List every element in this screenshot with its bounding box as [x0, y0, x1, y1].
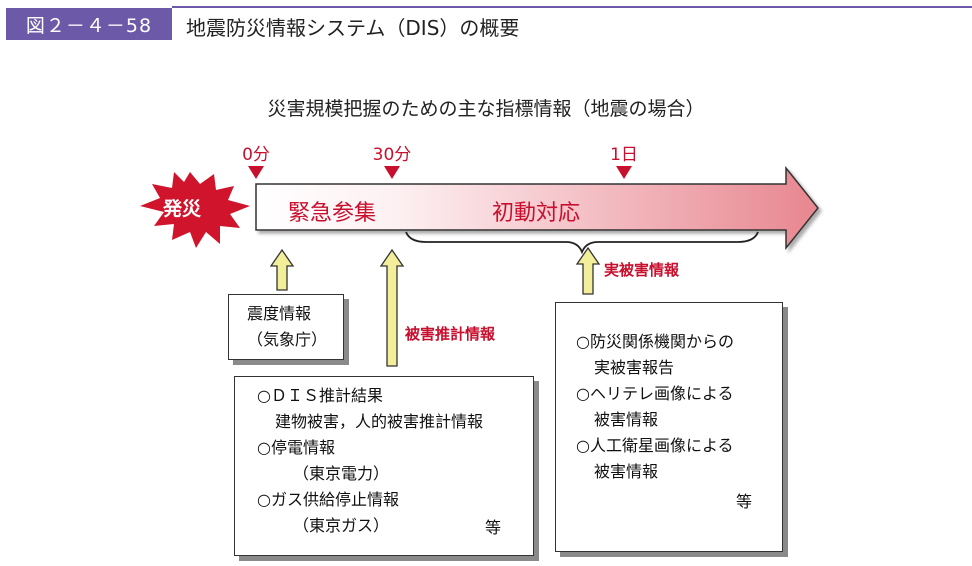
- box-line: （東京ガス）: [293, 516, 390, 535]
- time-marker-30min-triangle-icon: [384, 166, 400, 179]
- initial-response-brace: [405, 231, 759, 255]
- seismic-intensity-box: 震度情報 （気象庁）: [228, 294, 344, 360]
- time-marker-0min: 0分: [242, 145, 270, 165]
- timeline-arrow: [255, 165, 819, 251]
- box-line: （気象庁）: [247, 330, 328, 349]
- box-line: ○人工衛星画像による: [576, 436, 734, 455]
- header-rule: [172, 6, 972, 8]
- up-arrow-right-icon: [575, 246, 601, 295]
- diagram-subtitle: 災害規模把握のための主な指標情報（地震の場合）: [267, 98, 705, 120]
- etc-mark: 等: [736, 492, 753, 511]
- actual-damage-box: ○防災関係機関からの 実被害報告 ○ヘリテレ画像による 被害情報 ○人工衛星画像…: [555, 302, 783, 552]
- box-line: 被害情報: [594, 462, 659, 481]
- phase-emergency-assembly: 緊急参集: [288, 201, 377, 226]
- box-line: （東京電力）: [293, 464, 390, 483]
- box-line: 震度情報: [247, 304, 312, 323]
- time-marker-1day: 1日: [610, 145, 638, 165]
- damage-estimate-label: 被害推計情報: [405, 325, 496, 343]
- box-line: 建物被害，人的被害推計情報: [275, 412, 484, 431]
- time-marker-1day-triangle-icon: [616, 166, 632, 179]
- box-line: 実被害報告: [594, 358, 675, 377]
- box-line: ○停電情報: [257, 438, 335, 457]
- up-arrow-left-icon: [269, 248, 295, 291]
- box-line: ○ＤＩＳ推計結果: [257, 386, 383, 405]
- box-line: ○ヘリテレ画像による: [576, 384, 734, 403]
- box-line: 被害情報: [594, 410, 659, 429]
- actual-damage-label: 実被害情報: [604, 261, 680, 279]
- time-marker-30min: 30分: [372, 145, 412, 165]
- etc-mark: 等: [485, 518, 502, 537]
- figure-title: 地震防災情報システム（DIS）の概要: [186, 16, 520, 40]
- figure-number-badge: 図２－４－58: [6, 8, 172, 40]
- box-line: ○防災関係機関からの: [576, 332, 734, 351]
- event-burst-icon: [140, 172, 250, 248]
- phase-initial-response: 初動対応: [492, 201, 581, 226]
- up-arrow-middle-icon: [379, 248, 405, 367]
- damage-estimate-box: ○ＤＩＳ推計結果 建物被害，人的被害推計情報 ○停電情報 （東京電力） ○ガス供…: [234, 376, 534, 556]
- box-line: ○ガス供給停止情報: [257, 490, 399, 509]
- time-marker-0min-triangle-icon: [248, 166, 264, 179]
- event-label: 発災: [163, 198, 202, 220]
